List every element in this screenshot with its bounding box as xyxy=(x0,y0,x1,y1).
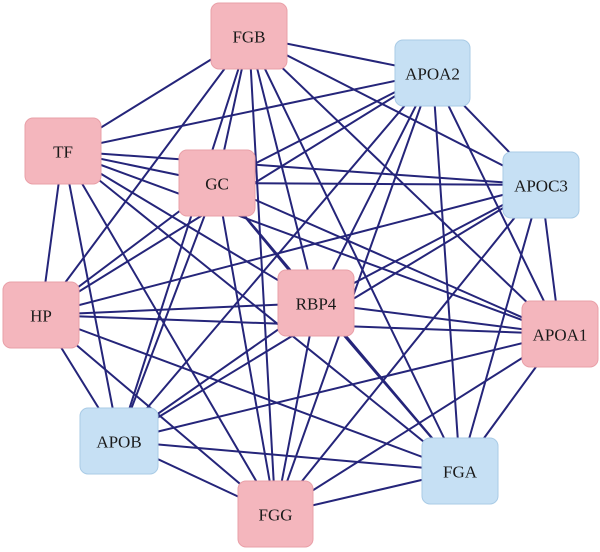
edge-tf-rbp4 xyxy=(62,150,317,304)
edge-apoa2-apoa1 xyxy=(431,72,561,335)
node-box xyxy=(421,437,499,505)
edge-apoa2-tf xyxy=(62,72,434,152)
edge-apoa1-apob xyxy=(118,333,561,442)
node-label: FGB xyxy=(232,28,265,47)
node-box xyxy=(394,39,471,107)
edge-apoa2-fga xyxy=(431,72,461,472)
node-label: GC xyxy=(205,175,229,194)
node-label: TF xyxy=(53,143,73,162)
edge-gc-apoa1 xyxy=(216,182,561,335)
node-box xyxy=(2,281,80,349)
edge-fgb-fga xyxy=(248,35,461,472)
node-box xyxy=(210,2,288,70)
node-box xyxy=(277,269,355,337)
node-apob[interactable]: APOB xyxy=(79,407,159,475)
edge-fgb-hp xyxy=(40,35,250,316)
node-label: FGG xyxy=(258,506,292,525)
edge-tf-fga xyxy=(62,150,461,472)
edge-gc-fgg xyxy=(216,182,277,515)
node-label: FGA xyxy=(443,463,478,482)
edge-apoc3-hp xyxy=(40,184,542,316)
edge-fgb-apoc3 xyxy=(248,35,542,186)
node-hp[interactable]: HP xyxy=(2,281,80,349)
edge-apob-fga xyxy=(118,440,461,472)
edge-tf-fgg xyxy=(62,150,277,515)
edge-gc-apoc3 xyxy=(216,182,542,186)
node-rbp4[interactable]: RBP4 xyxy=(277,269,355,337)
node-fgb[interactable]: FGB xyxy=(210,2,288,70)
node-label: APOA1 xyxy=(533,326,588,345)
edge-tf-apoa1 xyxy=(62,150,561,335)
node-box xyxy=(502,151,580,219)
edge-apoc3-fga xyxy=(459,184,542,472)
edge-hp-fga xyxy=(40,314,461,472)
edge-rbp4-fgg xyxy=(274,302,317,515)
edge-apoa1-fgg xyxy=(274,333,561,515)
edge-fgb-apob xyxy=(118,35,250,442)
edge-apoc3-fgg xyxy=(274,184,542,515)
edge-fgb-rbp4 xyxy=(248,35,317,304)
node-box xyxy=(24,117,102,185)
edge-apoa2-apob xyxy=(118,72,434,442)
node-box xyxy=(237,480,314,548)
edge-rbp4-hp xyxy=(40,302,317,316)
edge-rbp4-apoa1 xyxy=(315,302,561,335)
node-label: HP xyxy=(30,307,52,326)
node-box xyxy=(178,149,256,217)
node-fga[interactable]: FGA xyxy=(421,437,499,505)
edge-tf-apob xyxy=(62,150,120,442)
node-label: APOC3 xyxy=(514,177,568,196)
node-label: APOA2 xyxy=(405,65,460,84)
node-box xyxy=(79,407,159,475)
node-apoc3[interactable]: APOC3 xyxy=(502,151,580,219)
node-fgg[interactable]: FGG xyxy=(237,480,314,548)
node-label: RBP4 xyxy=(296,295,337,314)
node-tf[interactable]: TF xyxy=(24,117,102,185)
edge-fgb-fgg xyxy=(248,35,277,515)
node-label: APOB xyxy=(96,433,141,452)
node-box xyxy=(521,300,599,368)
node-gc[interactable]: GC xyxy=(178,149,256,217)
edge-gc-apob xyxy=(118,182,218,442)
edge-tf-apoc3 xyxy=(62,150,542,186)
edge-apoa2-rbp4 xyxy=(315,72,434,304)
node-apoa2[interactable]: APOA2 xyxy=(394,39,471,107)
node-apoa1[interactable]: APOA1 xyxy=(521,300,599,368)
